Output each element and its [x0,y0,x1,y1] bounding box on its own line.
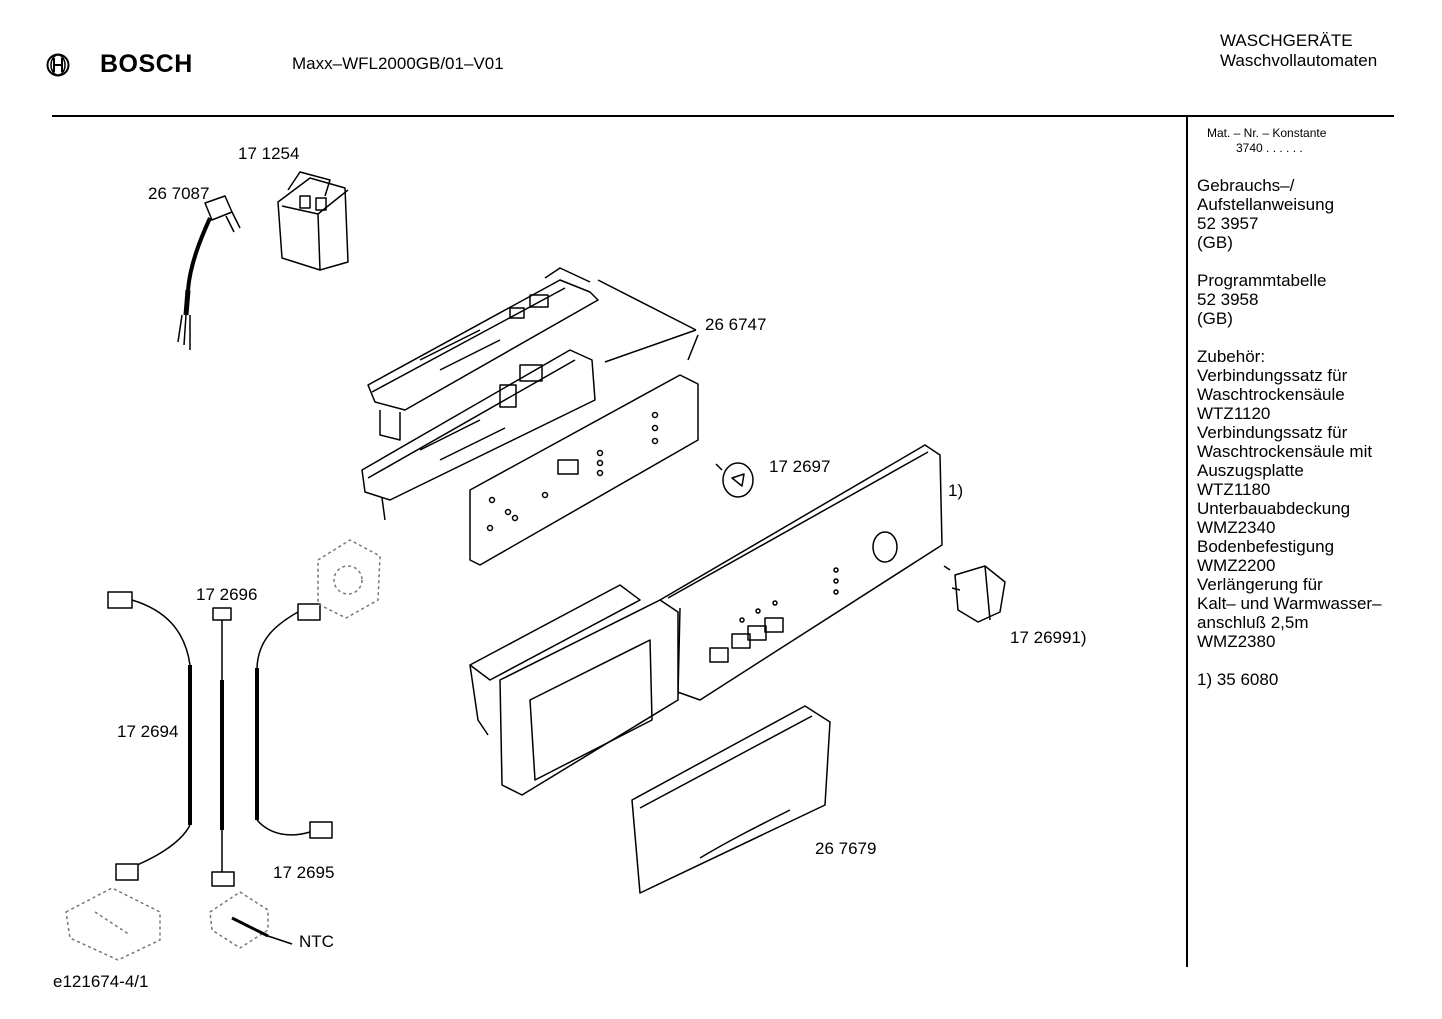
part-label-ntc: NTC [299,932,334,951]
sidebar-divider [1186,117,1188,967]
control-panel-fascia [659,444,943,701]
accessory-line: Unterbauabdeckung [1197,499,1351,518]
footnote-marker: 1) [948,481,963,500]
part-label-172694: 17 2694 [117,722,178,741]
material-number-value: 3740 . . . . . . [1236,141,1303,155]
material-number-box: Mat. – Nr. – Konstante 3740 . . . . . . [1207,126,1326,156]
category-title: WASCHGERÄTE Waschvollautomaten [1220,31,1377,71]
exploded-parts-diagram: 17 1254 26 7087 26 6747 17 2697 1) 17 26… [65,144,1087,961]
parts-info-sidebar: Gebrauchs–/ Aufstellanweisung 52 3957 (G… [1197,176,1432,708]
electronic-module-pcb [469,374,699,566]
part-label-266747: 26 6747 [705,315,766,334]
part-label-267087: 26 7087 [148,184,209,203]
drawing-id: e121674-4/1 [53,972,149,991]
accessory-line: anschluß 2,5m [1197,613,1309,632]
part-label-172697: 17 2697 [769,457,830,476]
manual-line: Aufstellanweisung [1197,195,1335,214]
wire-harness-172696 [211,607,235,887]
module-housing-lower [361,349,596,521]
accessories-block: Zubehör: Verbindungssatz für Waschtrocke… [1197,347,1432,651]
wire-harness-172695 [255,603,333,839]
leader-266747 [597,279,699,363]
category-line-2: Waschvollautomaten [1220,51,1378,70]
accessory-line: Verlängerung für [1197,575,1323,594]
part-label-172696: 17 2696 [196,585,257,604]
footnote-line: 1) 35 6080 [1197,670,1279,689]
accessory-line: WTZ1180 [1197,480,1271,499]
program-line: (GB) [1197,309,1233,328]
part-label-172695: 17 2695 [273,863,334,882]
manual-block: Gebrauchs–/ Aufstellanweisung 52 3957 (G… [1197,176,1432,252]
model-number: Maxx–WFL2000GB/01–V01 [292,54,504,73]
programme-knob-shaft [715,462,754,498]
accessory-line: Waschtrockensäule [1197,385,1345,404]
brand-name: BOSCH [100,50,193,78]
material-number-label: Mat. – Nr. – Konstante [1207,126,1327,140]
mains-cable-part [177,195,241,350]
program-line: Programmtabelle [1197,271,1327,290]
accessory-line: Bodenbefestigung [1197,537,1335,556]
ghosted-motor-assembly [65,887,161,961]
accessory-line: Zubehör: [1197,347,1266,366]
accessory-line: Auszugsplatte [1197,461,1304,480]
detergent-drawer [469,584,679,796]
programme-knob [943,565,1006,623]
interference-filter-part [277,171,349,271]
module-housing-upper [367,267,599,441]
program-table-block: Programmtabelle 52 3958 (GB) [1197,271,1432,328]
accessory-line: WMZ2200 [1197,556,1276,575]
wire-harness-172694 [107,591,192,881]
accessory-line: Waschtrockensäule mit [1197,442,1373,461]
accessory-line: WMZ2340 [1197,518,1276,537]
header-divider [52,115,1394,117]
part-label-267679: 26 7679 [815,839,876,858]
bosch-armature-icon [46,53,70,76]
manual-line: Gebrauchs–/ [1197,176,1295,195]
drawer-handle-cover [631,705,831,894]
manual-line: (GB) [1197,233,1233,252]
manual-line: 52 3957 [1197,214,1259,233]
footnote-block: 1) 35 6080 [1197,670,1432,689]
ntc-sensor [209,891,293,949]
accessory-line: Verbindungssatz für [1197,366,1348,385]
accessory-line: Verbindungssatz für [1197,423,1348,442]
ghosted-pump-assembly [317,539,381,619]
bosch-logo: BOSCH [46,50,193,79]
accessory-line: WMZ2380 [1197,632,1276,651]
part-label-171254: 17 1254 [238,144,299,163]
program-line: 52 3958 [1197,290,1259,309]
part-label-1726991: 17 26991) [1010,628,1087,647]
accessory-line: WTZ1120 [1197,404,1271,423]
accessory-line: Kalt– und Warmwasser– [1197,594,1382,613]
category-line-1: WASCHGERÄTE [1220,31,1353,50]
